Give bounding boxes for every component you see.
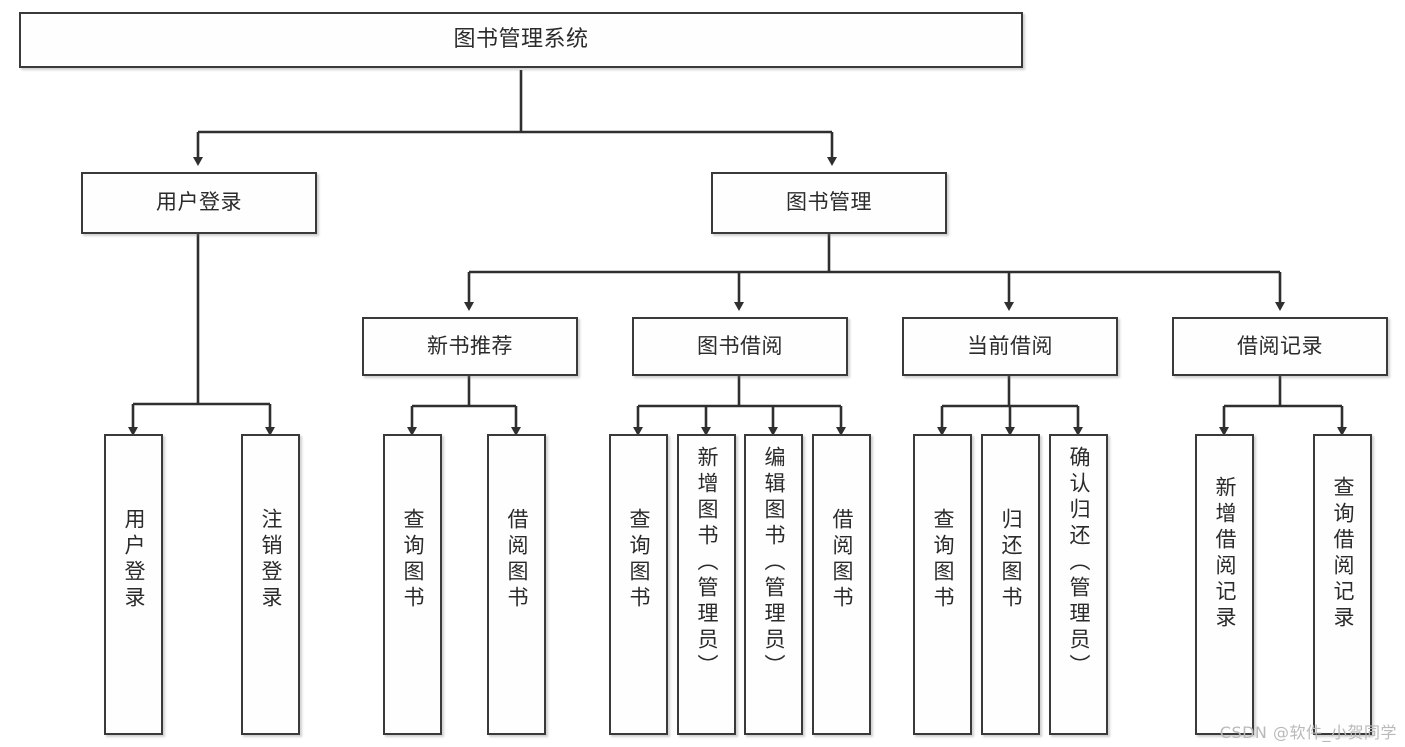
node-book-management[interactable]: 图书管理 (711, 172, 947, 234)
leaf-borrow-record-query-label: 查询借阅记录 (1331, 476, 1355, 632)
leaf-book-borrow-query[interactable]: 查询图书 (609, 434, 668, 735)
leaf-user-login-logout-label: 注销登录 (259, 508, 283, 612)
leaf-new-book-query[interactable]: 查询图书 (383, 434, 442, 735)
node-root-label: 图书管理系统 (453, 26, 589, 52)
node-root[interactable]: 图书管理系统 (19, 12, 1023, 68)
node-current-borrow[interactable]: 当前借阅 (902, 317, 1118, 376)
leaf-borrow-record-add-label: 新增借阅记录 (1213, 476, 1237, 632)
node-borrow-record-label: 借阅记录 (1237, 333, 1323, 358)
leaf-current-borrow-confirm-label: 确认归还（管理员） (1067, 446, 1091, 680)
node-borrow-record[interactable]: 借阅记录 (1172, 317, 1388, 376)
node-new-book-recommend[interactable]: 新书推荐 (362, 317, 578, 376)
leaf-borrow-record-query[interactable]: 查询借阅记录 (1313, 434, 1372, 735)
leaf-new-book-query-label: 查询图书 (401, 508, 425, 612)
leaf-book-borrow-add-label: 新增图书（管理员） (695, 446, 719, 680)
leaf-current-borrow-query[interactable]: 查询图书 (913, 434, 972, 735)
watermark: CSDN @软件_小贺同学 (1219, 723, 1397, 742)
leaf-user-login-login-label: 用户登录 (122, 508, 146, 612)
leaf-book-borrow-add[interactable]: 新增图书（管理员） (677, 434, 736, 735)
leaf-new-book-borrow[interactable]: 借阅图书 (487, 434, 546, 735)
leaf-new-book-borrow-label: 借阅图书 (505, 508, 529, 612)
leaf-borrow-record-add[interactable]: 新增借阅记录 (1195, 434, 1254, 735)
leaf-current-borrow-confirm[interactable]: 确认归还（管理员） (1049, 434, 1108, 735)
leaf-current-borrow-query-label: 查询图书 (931, 508, 955, 612)
node-user-login-label: 用户登录 (156, 190, 242, 215)
node-user-login[interactable]: 用户登录 (81, 172, 317, 234)
leaf-book-borrow-edit-label: 编辑图书（管理员） (762, 446, 786, 680)
node-book-borrow[interactable]: 图书借阅 (632, 317, 848, 376)
leaf-book-borrow-edit[interactable]: 编辑图书（管理员） (744, 434, 803, 735)
node-new-book-recommend-label: 新书推荐 (427, 333, 513, 358)
node-book-borrow-label: 图书借阅 (697, 333, 783, 358)
leaf-current-borrow-return[interactable]: 归还图书 (981, 434, 1040, 735)
leaf-book-borrow-query-label: 查询图书 (627, 508, 651, 612)
node-current-borrow-label: 当前借阅 (967, 333, 1053, 358)
leaf-book-borrow-borrow-label: 借阅图书 (830, 508, 854, 612)
leaf-current-borrow-return-label: 归还图书 (999, 508, 1023, 612)
leaf-book-borrow-borrow[interactable]: 借阅图书 (812, 434, 871, 735)
leaf-user-login-login[interactable]: 用户登录 (104, 434, 163, 735)
node-book-management-label: 图书管理 (786, 190, 872, 215)
leaf-user-login-logout[interactable]: 注销登录 (241, 434, 300, 735)
